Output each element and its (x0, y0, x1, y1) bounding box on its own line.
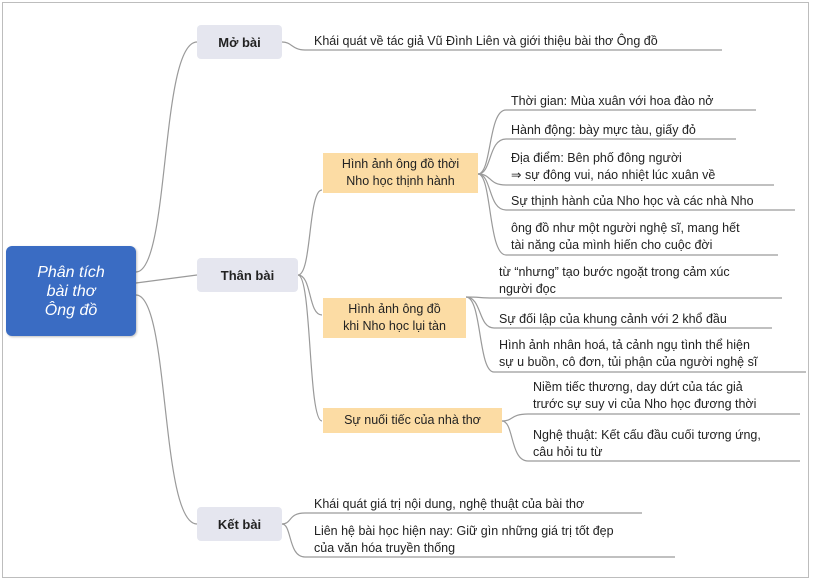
mo-bai-leaf-1: Khái quát về tác giả Vũ Đình Liên và giớ… (314, 34, 658, 48)
branch-mo-bai-label: Mở bài (218, 34, 261, 50)
branch-ket-bai: Kết bài (197, 507, 282, 541)
subtopic-nuoi-tiec: Sự nuối tiếc của nhà thơ (323, 408, 502, 433)
nuoi-tiec-leaf-2: Nghệ thuật: Kết cấu đầu cuối tương ứng, … (533, 428, 761, 459)
central-topic-label: Phân tích bài thơ Ông đồ (37, 263, 105, 319)
lui-tan-leaf-1: từ “nhưng” tạo bước ngoặt trong cảm xúc … (499, 265, 730, 296)
thinh-hanh-leaf-4: Sự thịnh hành của Nho học và các nhà Nho (511, 194, 754, 208)
subtopic-thinh-hanh: Hình ảnh ông đồ thời Nho học thịnh hành (323, 153, 478, 193)
thinh-hanh-leaf-5: ông đồ như một người nghệ sĩ, mang hết t… (511, 221, 740, 252)
subtopic-lui-tan: Hình ảnh ông đồ khi Nho học lụi tàn (323, 298, 466, 338)
lui-tan-leaf-2: Sự đối lập của khung cảnh với 2 khổ đầu (499, 312, 727, 326)
lui-tan-leaf-3: Hình ảnh nhân hoá, tả cảnh ngụ tình thể … (499, 338, 758, 369)
branch-than-bai-label: Thân bài (220, 267, 275, 283)
central-topic: Phân tích bài thơ Ông đồ (6, 246, 136, 336)
thinh-hanh-leaf-2: Hành động: bày mực tàu, giấy đỏ (511, 123, 696, 137)
nuoi-tiec-leaf-1: Niềm tiếc thương, day dứt của tác giả tr… (533, 380, 757, 411)
thinh-hanh-leaf-3: Địa điểm: Bên phố đông người ⇒ sự đông v… (511, 151, 716, 182)
branch-ket-bai-label: Kết bài (217, 516, 262, 532)
ket-bai-leaf-1: Khái quát giá trị nội dung, nghệ thuật c… (314, 497, 585, 511)
branch-mo-bai: Mở bài (197, 25, 282, 59)
thinh-hanh-leaf-1: Thời gian: Mùa xuân với hoa đào nở (511, 94, 714, 108)
ket-bai-leaf-2: Liên hệ bài học hiện nay: Giữ gìn những … (314, 524, 614, 555)
branch-than-bai: Thân bài (197, 258, 298, 292)
